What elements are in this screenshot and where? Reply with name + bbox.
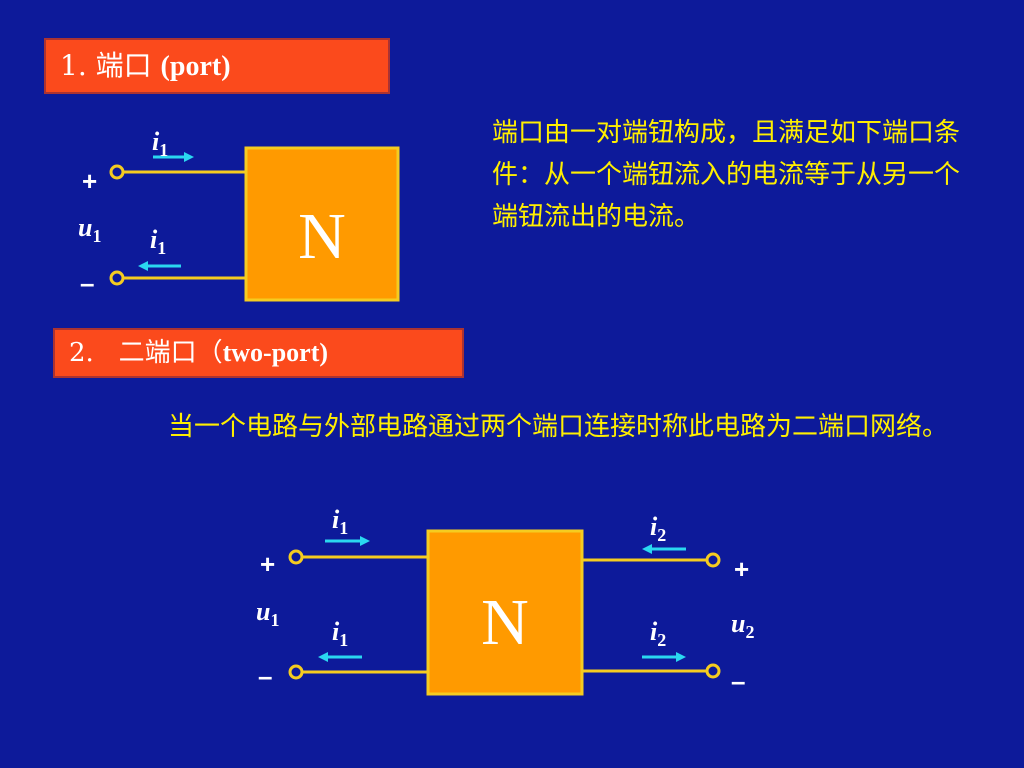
section-2-title-en: two-port) xyxy=(222,338,329,367)
section-1-heading: 1. 端口 (port) xyxy=(44,38,390,94)
two-port-right-top-terminal xyxy=(705,552,721,568)
two-port-right-current-in-arrow xyxy=(642,544,686,554)
two-port-left-minus-sign: – xyxy=(258,661,272,691)
section-2-number: 2. xyxy=(69,338,94,368)
section-1-title-en: (port) xyxy=(160,51,231,82)
section-2-title-cn: 二端口（ xyxy=(118,338,223,368)
one-port-current-out-arrow xyxy=(138,261,181,271)
two-port-right-current-out-label: i2 xyxy=(650,617,666,650)
port-definition-text: 端口由一对端钮构成，且满足如下端口条件：从一个端钮流入的电流等于从另一个端钮流出… xyxy=(492,118,961,232)
two-port-block-label: N xyxy=(481,586,529,659)
one-port-voltage-label: u1 xyxy=(78,213,101,246)
two-port-right-current-out-arrow xyxy=(642,652,686,662)
one-port-block-label: N xyxy=(298,200,346,273)
section-1-number: 1. xyxy=(60,49,87,82)
two-port-diagram: N i1 i1 i2 i2 + u1 xyxy=(256,505,754,696)
one-port-bottom-terminal xyxy=(109,270,125,286)
two-port-left-current-out-arrow xyxy=(318,652,362,662)
two-port-block xyxy=(426,529,584,696)
two-port-left-current-in-arrow xyxy=(325,536,370,546)
two-port-left-current-in-label: i1 xyxy=(332,505,348,538)
one-port-minus-sign: – xyxy=(80,268,94,298)
section-2-heading: 2. 二端口（two-port) xyxy=(53,328,464,378)
two-port-right-minus-sign: – xyxy=(731,666,745,696)
two-port-right-plus-sign: + xyxy=(734,554,749,584)
two-port-left-plus-sign: + xyxy=(260,549,275,579)
two-port-left-voltage-label: u1 xyxy=(256,597,279,630)
one-port-current-in-arrow xyxy=(153,152,194,162)
one-port-plus-sign: + xyxy=(82,166,97,196)
two-port-right-current-in-label: i2 xyxy=(650,512,666,545)
two-port-left-bottom-terminal xyxy=(288,664,304,680)
two-port-left-current-out-label: i1 xyxy=(332,617,348,650)
two-port-left-top-terminal xyxy=(288,549,304,565)
one-port-block xyxy=(244,146,400,302)
two-port-definition-text: 当一个电路与外部电路通过两个端口连接时称此电路为二端口网络。 xyxy=(168,412,949,442)
two-port-right-voltage-label: u2 xyxy=(731,609,754,642)
one-port-current-out-label: i1 xyxy=(150,225,166,258)
one-port-top-terminal xyxy=(109,164,125,180)
section-1-title-cn: 端口 xyxy=(95,49,152,82)
two-port-right-bottom-terminal xyxy=(705,663,721,679)
one-port-current-in-label: i1 xyxy=(152,127,168,160)
